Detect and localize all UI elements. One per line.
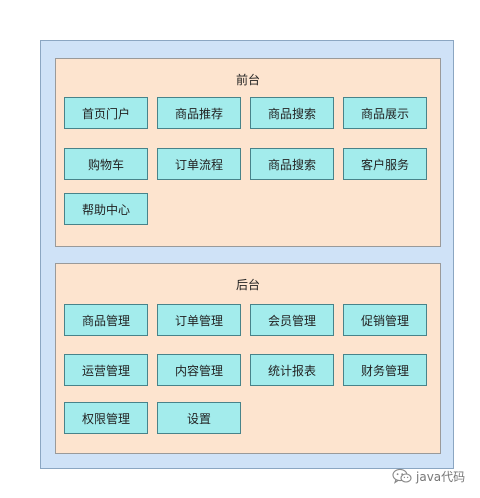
frontend-panel: 前台 首页门户 商品推荐 商品搜索 商品展示 购物车 订单流程 商品搜索 客户服…	[55, 58, 441, 247]
backend-module: 统计报表	[250, 354, 334, 386]
frontend-module: 购物车	[64, 148, 148, 180]
frontend-title: 前台	[235, 73, 260, 87]
watermark: java代码	[392, 466, 465, 486]
frontend-module: 商品搜索	[250, 97, 334, 129]
frontend-module: 商品推荐	[157, 97, 241, 129]
watermark-text: java代码	[416, 469, 466, 484]
backend-module: 运营管理	[64, 354, 148, 386]
architecture-diagram: 前台 首页门户 商品推荐 商品搜索 商品展示 购物车 订单流程 商品搜索 客户服…	[40, 40, 454, 469]
frontend-module: 商品搜索	[250, 148, 334, 180]
backend-module: 内容管理	[157, 354, 241, 386]
backend-module: 会员管理	[250, 304, 334, 336]
wechat-icon	[392, 468, 412, 484]
frontend-module: 帮助中心	[64, 193, 148, 225]
backend-panel: 后台 商品管理 订单管理 会员管理 促销管理 运营管理 内容管理 统计报表 财务…	[55, 263, 441, 454]
backend-module: 设置	[157, 402, 241, 434]
backend-title: 后台	[235, 278, 260, 292]
backend-module: 促销管理	[343, 304, 427, 336]
backend-module: 订单管理	[157, 304, 241, 336]
frontend-module: 商品展示	[343, 97, 427, 129]
frontend-module: 客户服务	[343, 148, 427, 180]
frontend-module: 订单流程	[157, 148, 241, 180]
backend-module: 商品管理	[64, 304, 148, 336]
backend-module: 财务管理	[343, 354, 427, 386]
frontend-module: 首页门户	[64, 97, 148, 129]
backend-module: 权限管理	[64, 402, 148, 434]
